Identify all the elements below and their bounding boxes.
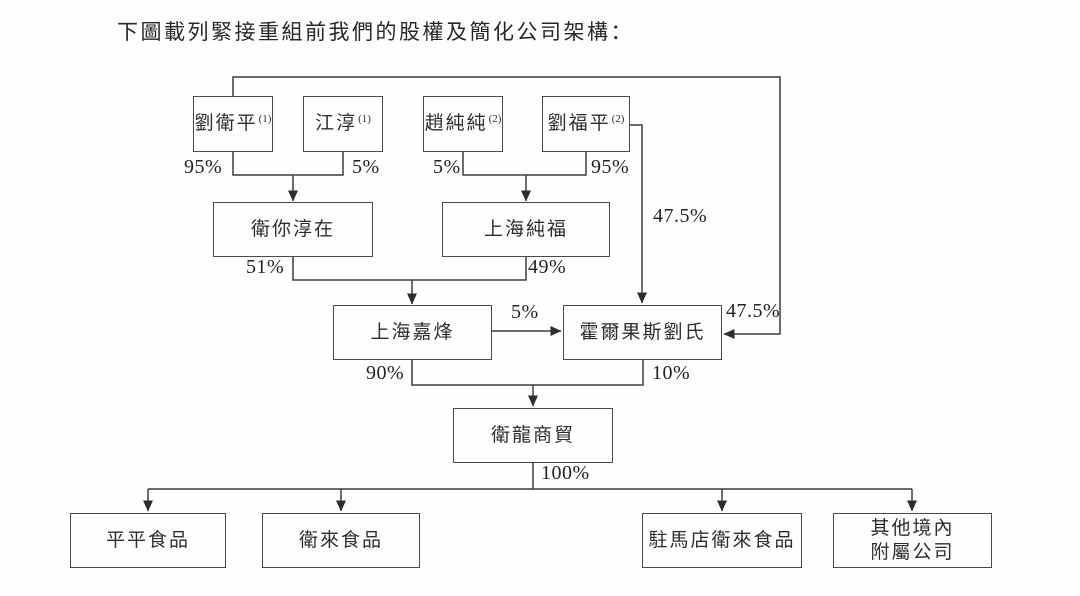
footnote-marker: (1) (258, 113, 272, 126)
node-label: 劉衛平(1) (194, 113, 272, 135)
node-label: 霍爾果斯劉氏 (579, 321, 706, 343)
arrow-liufuping-to-huoerguosi (630, 124, 647, 304)
node-label-line1: 其他境內 (870, 518, 955, 540)
node-huoerguosi-liushi: 霍爾果斯劉氏 (563, 305, 722, 360)
edge-label-jiafeng-weilongshangmao: 90% (366, 362, 405, 384)
edge-label-jiangchun-weinichuzai: 5% (352, 156, 380, 178)
footnote-marker: (1) (358, 113, 371, 126)
node-shanghai-jiafeng: 上海嘉烽 (333, 305, 492, 360)
node-weilai-shipin: 衛來食品 (262, 513, 420, 568)
node-label: 衛來食品 (298, 529, 383, 551)
node-other-domestic-subsidiaries: 其他境內 附屬公司 (833, 513, 992, 568)
footnote-marker: (2) (611, 113, 625, 126)
node-label: 上海嘉烽 (370, 321, 455, 343)
edge-label-weilongshangmao-subsidiaries: 100% (541, 462, 590, 484)
connector-merge-shanghaichunfu (462, 152, 587, 176)
node-pingping-shipin: 平平食品 (70, 513, 226, 568)
arrow-liuweiping-to-huoerguosi (232, 76, 781, 339)
node-liu-weiping: 劉衛平(1) (193, 96, 273, 152)
node-label: 江淳(1) (315, 113, 371, 135)
node-shanghai-chunfu: 上海純福 (442, 202, 610, 257)
edge-label-jiafeng-huoerguosi: 5% (511, 301, 539, 323)
node-label: 劉福平(2) (547, 113, 625, 135)
edge-label-zhaochunchun-shanghaichunfu: 5% (433, 156, 461, 178)
node-zhumadian-weilai-shipin: 駐馬店衛來食品 (642, 513, 802, 568)
edge-label-huoerguosi-weilongshangmao: 10% (652, 362, 691, 384)
edge-label-liuweiping-weinichuzai: 95% (184, 156, 223, 178)
edge-label-liuweiping-huoerguosi: 47.5% (726, 300, 781, 322)
connector-merge-shanghaijiafeng (292, 257, 527, 281)
footnote-marker: (2) (488, 113, 502, 126)
node-zhao-chunchun: 趙純純(2) (423, 96, 503, 152)
node-liu-fuping: 劉福平(2) (542, 96, 630, 152)
node-wei-ni-chun-zai: 衛你淳在 (213, 202, 373, 257)
node-label: 衛龍商貿 (490, 424, 575, 446)
node-label: 平平食品 (105, 529, 190, 551)
node-label: 上海純福 (483, 218, 568, 240)
node-label: 駐馬店衛來食品 (648, 529, 796, 551)
node-weilong-shangmao: 衛龍商貿 (453, 408, 613, 463)
edge-label-shanghaichunfu-shanghaijiafeng: 49% (528, 256, 567, 278)
page-title: 下圖載列緊接重組前我們的股權及簡化公司架構： (117, 20, 634, 44)
node-label: 衛你淳在 (250, 218, 335, 240)
node-label-line2: 附屬公司 (870, 541, 955, 563)
edge-label-liufuping-huoerguosi: 47.5% (653, 205, 708, 227)
node-jiang-chun: 江淳(1) (303, 96, 383, 152)
edge-label-liufuping-shanghaichunfu: 95% (591, 156, 630, 178)
connector-merge-weinichuzai (232, 152, 344, 176)
node-label: 趙純純(2) (424, 113, 502, 135)
connector-merge-weilongshangmao (411, 360, 644, 386)
edge-label-weinichuzai-shanghaijiafeng: 51% (246, 256, 285, 278)
